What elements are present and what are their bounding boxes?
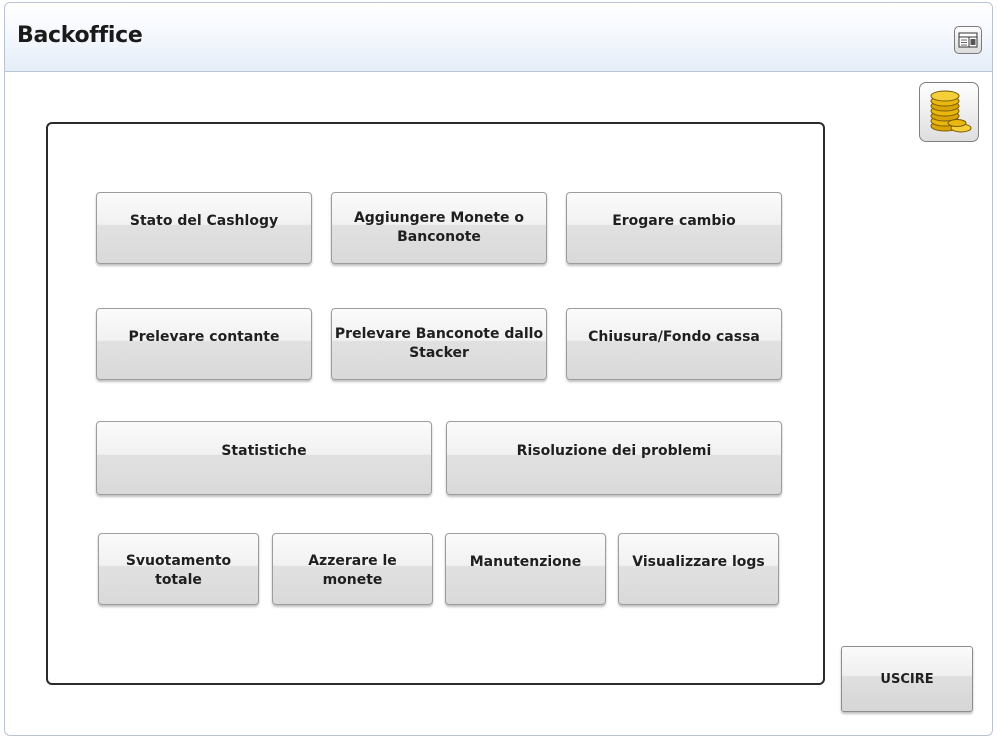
statistiche-button[interactable]: Statistiche (96, 421, 432, 495)
title-bar: Backoffice (5, 3, 992, 72)
chiusura-fondo-cassa-button[interactable]: Chiusura/Fondo cassa (566, 308, 782, 380)
coins-button[interactable] (919, 82, 979, 142)
page-title: Backoffice (17, 23, 143, 48)
layout-button[interactable] (954, 26, 982, 54)
erogare-cambio-button[interactable]: Erogare cambio (566, 192, 782, 264)
menu-panel: Stato del Cashlogy Aggiungere Monete o B… (46, 122, 825, 685)
risoluzione-problemi-button[interactable]: Risoluzione dei problemi (446, 421, 782, 495)
prelevare-banconote-button[interactable]: Prelevare Banconote dallo Stacker (331, 308, 547, 380)
backoffice-window: Backoffice (4, 2, 993, 736)
azzerare-monete-button[interactable]: Azzerare le monete (272, 533, 433, 605)
stato-cashlogy-button[interactable]: Stato del Cashlogy (96, 192, 312, 264)
window-layout-icon (958, 32, 978, 48)
aggiungere-monete-button[interactable]: Aggiungere Monete o Banconote (331, 192, 547, 264)
manutenzione-button[interactable]: Manutenzione (445, 533, 606, 605)
visualizzare-logs-button[interactable]: Visualizzare logs (618, 533, 779, 605)
svuotamento-totale-button[interactable]: Svuotamento totale (98, 533, 259, 605)
prelevare-contante-button[interactable]: Prelevare contante (96, 308, 312, 380)
coins-stack-icon (930, 90, 972, 133)
exit-button[interactable]: USCIRE (841, 646, 973, 712)
